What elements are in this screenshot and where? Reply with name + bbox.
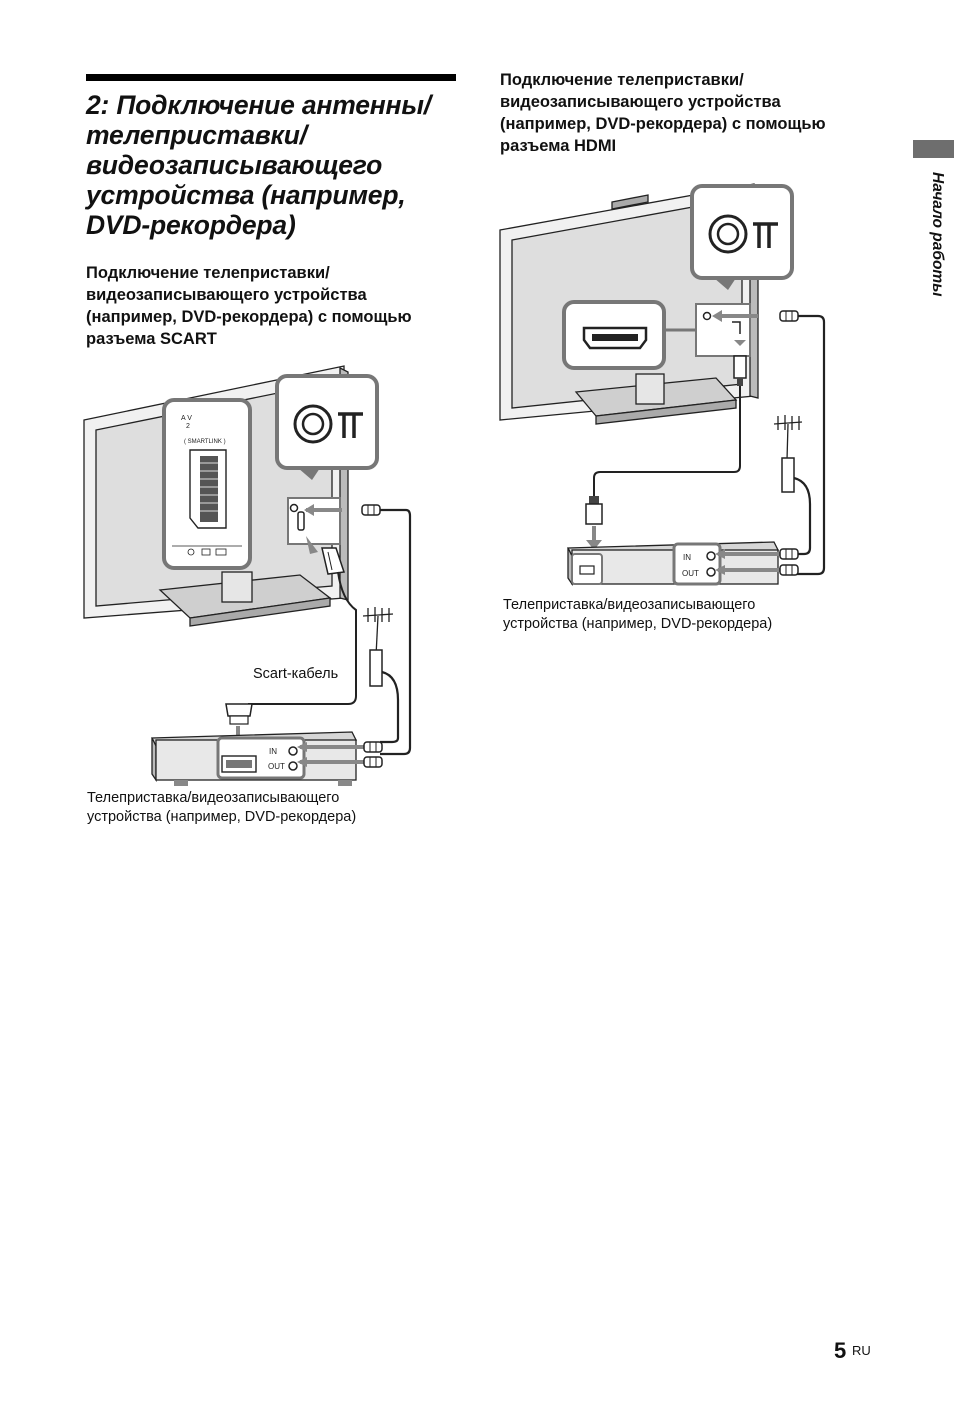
- page-title-line: 2: Подключение антенны/: [86, 90, 431, 120]
- coax-plug-icon: [779, 564, 799, 576]
- coax-plug-icon: [779, 548, 799, 560]
- title-rule: [86, 74, 456, 81]
- hdmi-plug-icon: [733, 355, 747, 386]
- scart-socket-icon: [221, 755, 257, 773]
- antenna-icon: [773, 415, 803, 461]
- recorder-device: IN OUT: [150, 731, 358, 786]
- wall-socket-icon: [781, 457, 795, 493]
- scart-port-callout: A V 2 ( SMARTLINK ): [162, 398, 252, 570]
- heading-line: разъема HDMI: [500, 137, 617, 155]
- smartlink-label: ( SMARTLINK ): [184, 439, 226, 445]
- input-symbols-icon: [187, 548, 227, 556]
- page-title-line: DVD-рекордера): [86, 210, 296, 240]
- page-title-line: видеозаписывающего: [86, 150, 383, 180]
- wall-socket-icon: [369, 649, 383, 687]
- page-title-line: устройства (например,: [86, 180, 406, 210]
- antenna-port-callout: [690, 184, 794, 290]
- antenna-symbol-icon: [753, 222, 778, 248]
- coax-plug-icon: [779, 310, 799, 322]
- device-out-label: OUT: [682, 569, 699, 578]
- device-out-label: OUT: [268, 762, 285, 771]
- scart-plug-icon: [225, 703, 253, 725]
- scart-section-heading: Подключение телеприставки/ видеозаписыва…: [86, 262, 412, 350]
- section-tab-marker: [913, 140, 954, 158]
- scart-socket-icon: [189, 449, 227, 529]
- scart-cable-label: Scart-кабель: [253, 666, 338, 682]
- av-port-label: A V: [181, 415, 192, 422]
- heading-line: Подключение телеприставки/: [86, 264, 330, 282]
- antenna-icon: [362, 607, 394, 657]
- device-in-label: IN: [683, 553, 691, 562]
- caption-line: Телеприставка/видеозаписывающего: [87, 790, 340, 806]
- hdmi-socket-icon: [582, 326, 648, 350]
- page-title: 2: Подключение антенны/ телеприставки/ в…: [86, 90, 466, 240]
- hdmi-port-callout: [562, 300, 666, 370]
- page-number: 5: [834, 1338, 847, 1363]
- page-title-line: телеприставки/: [86, 120, 307, 150]
- hdmi-socket-icon: [579, 565, 595, 575]
- hdmi-section-heading: Подключение телеприставки/ видеозаписыва…: [500, 69, 826, 157]
- device-in-label: IN: [269, 747, 277, 756]
- hdmi-device-caption: Телеприставка/видеозаписывающего устройс…: [503, 596, 772, 634]
- caption-line: устройства (например, DVD-рекордера): [87, 809, 357, 825]
- coax-plug-icon: [363, 756, 383, 768]
- av-port-number: 2: [186, 423, 190, 430]
- coax-plug-icon: [363, 741, 383, 753]
- heading-line: (например, DVD-рекордера) с помощью: [86, 308, 412, 326]
- scart-connection-diagram: A V 2 ( SMARTLINK ): [83, 365, 412, 786]
- heading-line: (например, DVD-рекордера) с помощью: [500, 115, 826, 133]
- hdmi-plug-icon: [585, 496, 603, 525]
- caption-line: Телеприставка/видеозаписывающего: [503, 597, 756, 613]
- section-tab-label: Начало работы: [929, 172, 946, 297]
- heading-line: разъема SCART: [86, 330, 217, 348]
- scart-plug-icon: [321, 547, 346, 575]
- antenna-port-callout: [275, 374, 379, 480]
- hdmi-connection-diagram: IN OUT: [499, 183, 826, 587]
- recorder-device: IN OUT: [566, 541, 780, 587]
- caption-line: устройства (например, DVD-рекордера): [503, 616, 773, 632]
- page-language: RU: [852, 1343, 871, 1358]
- heading-line: Подключение телеприставки/: [500, 71, 744, 89]
- antenna-symbol-icon: [338, 412, 363, 438]
- heading-line: видеозаписывающего устройства: [86, 286, 367, 304]
- coax-plug-icon: [361, 504, 381, 516]
- scart-device-caption: Телеприставка/видеозаписывающего устройс…: [87, 789, 356, 827]
- heading-line: видеозаписывающего устройства: [500, 93, 781, 111]
